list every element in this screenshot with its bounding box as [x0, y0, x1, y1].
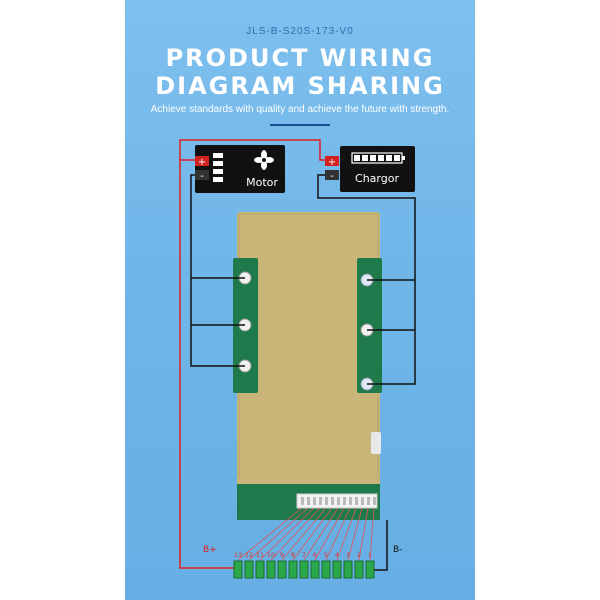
cell-pin-11: 11 [256, 551, 264, 559]
motor-plus-sign: + [198, 157, 206, 168]
model-number: JLS-B-S20S-173-V0 [246, 26, 354, 37]
b-minus-label: B- [393, 545, 402, 555]
cell-pin-13: 13 [234, 551, 242, 559]
cell-pin-5: 5 [324, 551, 328, 559]
cell-pin-2: 2 [357, 551, 361, 559]
bms-board [233, 212, 382, 520]
page-subtitle: Achieve standards with quality and achie… [150, 104, 450, 115]
charger-plus-sign: + [328, 157, 336, 168]
cell-pin-7: 7 [302, 551, 306, 559]
fan-icon [254, 150, 274, 170]
cell-pin-12: 12 [245, 551, 253, 559]
cell-pin-9: 9 [280, 551, 284, 559]
balance-leads [237, 507, 375, 561]
motor-device: Motor + - [195, 145, 285, 193]
battery-level-icon [351, 152, 405, 164]
motor-label: Motor [246, 176, 278, 189]
motor-minus-sign: - [200, 171, 204, 182]
charger-label: Chargor [355, 172, 399, 185]
cell-pin-4: 4 [335, 551, 339, 559]
cell-pin-8: 8 [291, 551, 295, 559]
cell-pin-labels: 13 12 11 10 9 8 7 6 5 4 3 2 1 [234, 551, 372, 559]
title-divider [270, 124, 330, 126]
wires [179, 139, 416, 571]
b-plus-label: B+ [203, 545, 217, 555]
battery-cells [233, 560, 375, 579]
page-title-line2: DIAGRAM SHARING [155, 72, 445, 100]
diagram-panel: JLS-B-S20S-173-V0 PRODUCT WIRING DIAGRAM… [125, 0, 475, 600]
page-title-line1: PRODUCT WIRING [165, 44, 435, 72]
wiring-diagram: Motor + - Chargor + - [179, 139, 416, 579]
cell-pin-10: 10 [267, 551, 275, 559]
charger-device: Chargor + - [325, 146, 415, 192]
cell-pin-3: 3 [346, 551, 350, 559]
charger-minus-sign: - [330, 171, 334, 182]
cell-pin-1: 1 [368, 551, 372, 559]
cell-pin-6: 6 [313, 551, 317, 559]
